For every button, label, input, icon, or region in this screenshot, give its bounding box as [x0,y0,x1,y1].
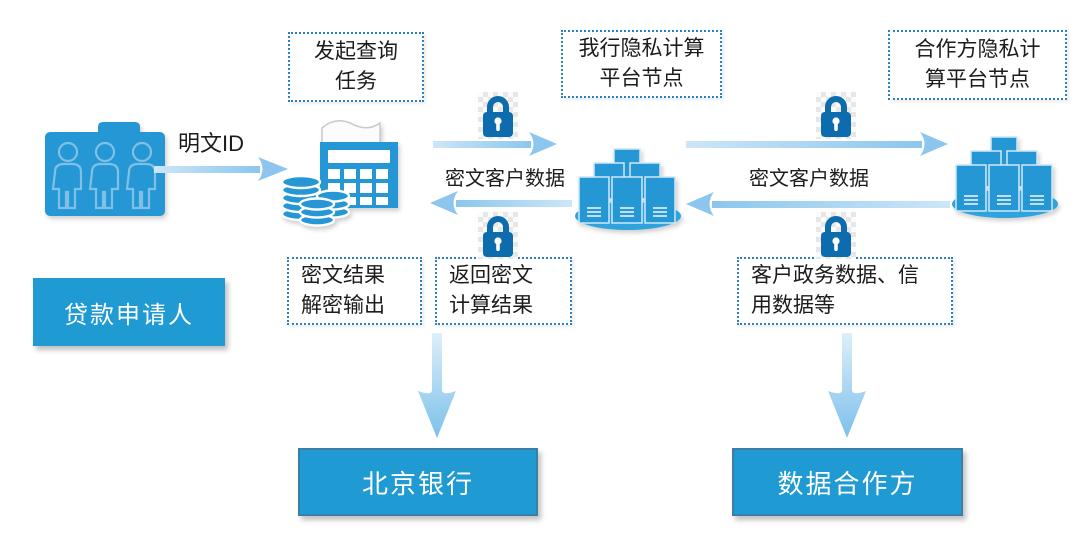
plaintext-id-label: 明文ID [177,131,244,156]
lock-icon [816,212,856,259]
annotation-line: 任务 [335,70,377,93]
annotation-line: 我行隐私计算 [578,37,705,60]
arrow-plaintext-id [154,156,288,187]
annotation-our-bank-node: 我行隐私计算 平台节点 [561,30,722,98]
annotation-line: 解密输出 [301,294,385,317]
bank-label: 北京银行 [361,468,474,499]
arrow-cipher-data-right-2 [686,131,948,162]
annotation-line: 平台节点 [599,67,684,90]
calculator-coins-icon [278,114,408,228]
annotation-partner-node: 合作方隐私计 算平台节点 [888,30,1067,100]
cipher-data-label-right: 密文客户数据 [749,168,869,190]
lock-icon [478,92,518,139]
annotation-line: 计算结果 [449,294,533,317]
bank-box: 北京银行 [298,448,538,516]
cipher-data-label-left: 密文客户数据 [445,168,565,190]
annotation-decrypt-output: 密文结果 解密输出 [287,257,422,325]
arrow-cipher-data-right-1 [433,131,557,162]
arrow-cipher-data-left-2 [686,191,950,222]
server-cluster-icon [950,136,1060,220]
arrow-to-bank [415,333,459,445]
annotation-line: 算平台节点 [925,68,1030,91]
annotation-partner-data: 客户政务数据、信 用数据等 [737,257,953,325]
annotation-line: 返回密文 [449,264,533,287]
lock-icon [816,92,856,139]
annotation-initiate-query: 发起查询 任务 [288,32,424,102]
annotation-line: 客户政务数据、信 [751,264,919,287]
arrow-cipher-data-left-1 [430,190,572,221]
lock-icon [478,212,518,259]
server-cluster-icon [573,148,683,232]
folder-users-icon [45,122,165,216]
annotation-line: 用数据等 [751,294,835,317]
partner-box: 数据合作方 [732,448,963,516]
annotation-line: 发起查询 [314,40,398,63]
annotation-line: 合作方隐私计 [914,38,1041,61]
partner-label: 数据合作方 [777,468,918,499]
annotation-return-result: 返回密文 计算结果 [435,257,572,325]
arrow-to-partner [825,333,869,445]
annotation-line: 密文结果 [301,264,385,287]
applicant-box: 贷款申请人 [33,278,225,346]
applicant-label: 贷款申请人 [64,301,194,329]
